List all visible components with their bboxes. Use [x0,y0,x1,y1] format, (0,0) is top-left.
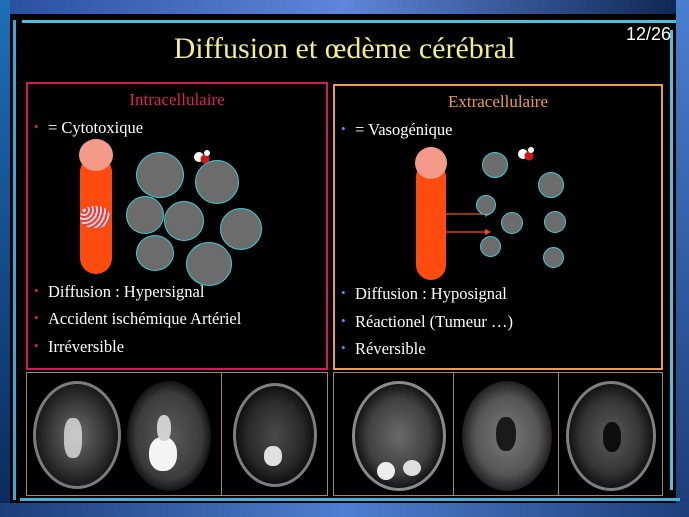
left-stripe [0,0,10,517]
lesion [403,460,421,476]
bullet-text: Irréversible [48,337,125,356]
bullet-item: • Réactionel (Tumeur …) [341,312,513,332]
bullet-item: • = Cytotoxique [34,118,143,138]
right-stripe [676,0,689,517]
lesion [64,418,82,458]
bullet-text: Réversible [355,339,426,358]
bullet-text: Diffusion : Hypersignal [48,282,205,301]
lesion [149,437,177,471]
intracellular-panel: Intracellulaire • = Cytotoxique • Diffusio… [26,82,328,370]
bullet-item: • = Vasogénique [341,120,452,140]
extracellular-panel: Extracellulaire • = Vasogénique • Diffusio… [333,84,663,370]
bullet-icon: • [341,340,346,355]
ventricles [496,417,516,451]
bullet-text: Réactionel (Tumeur …) [355,312,513,331]
top-stripe [0,0,689,14]
bullet-text: = Vasogénique [355,120,453,139]
cell [476,195,496,215]
vessel-cap [79,139,113,171]
swollen-cell [195,160,239,204]
bullet-icon: • [34,119,39,134]
bullet-item: • Diffusion : Hypersignal [34,282,204,302]
cell [482,152,508,178]
mri-scan-followup [566,381,656,491]
mri-scan-diffusion [127,381,211,491]
lesion [157,415,171,441]
bullet-icon: • [341,285,346,300]
ventricles [603,422,621,452]
mri-scan-flair [33,381,121,489]
right-mri-strip [333,372,663,496]
bullet-icon: • [341,313,346,328]
bullet-text: Diffusion : Hyposignal [355,284,507,303]
page-number: 12/26 [625,24,671,44]
water-molecule-icon [194,150,210,164]
cell [544,211,566,233]
lesion [377,462,395,480]
left-mri-strip [26,372,328,496]
top-accent-stripe [22,20,689,23]
bullet-item: • Diffusion : Hyposignal [341,284,507,304]
bottom-stripe [0,503,689,517]
bullet-icon: • [34,338,39,353]
swollen-cell [220,208,262,250]
cell [480,236,501,257]
bullet-item: • Irréversible [34,337,124,357]
divider [453,373,454,495]
divider [558,373,559,495]
swollen-cell [164,201,204,241]
bullet-item: • Accident ischémique Artériel [34,309,241,329]
cell [543,247,564,268]
bullet-icon: • [34,283,39,298]
bullet-text: = Cytotoxique [48,118,144,137]
lesion [264,446,282,466]
mri-scan-followup [233,383,317,487]
intracellular-heading: Intracellulaire [129,90,225,109]
swollen-cell [136,152,184,198]
bullet-item: • Réversible [341,339,426,359]
swollen-cell [126,196,164,234]
left-accent-stripe [13,20,16,500]
water-molecule-icon [518,147,534,161]
swollen-cell [136,235,174,271]
vessel-cap [415,147,447,179]
divider [221,373,222,495]
cell [501,212,523,234]
mri-scan-flair [352,381,446,491]
vessel-tube [416,162,446,280]
right-accent-stripe [670,30,673,490]
extracellular-heading: Extracellulaire [447,92,549,111]
bullet-icon: • [341,121,346,136]
swollen-cell [186,242,232,286]
mri-scan-diffusion [462,381,552,491]
bottom-accent-stripe [20,498,680,501]
cell [538,172,564,198]
bullet-text: Accident ischémique Artériel [48,309,242,328]
slide-title: Diffusion et œdème cérébral [173,32,516,65]
clot-icon [80,206,110,228]
bullet-icon: • [34,310,39,325]
